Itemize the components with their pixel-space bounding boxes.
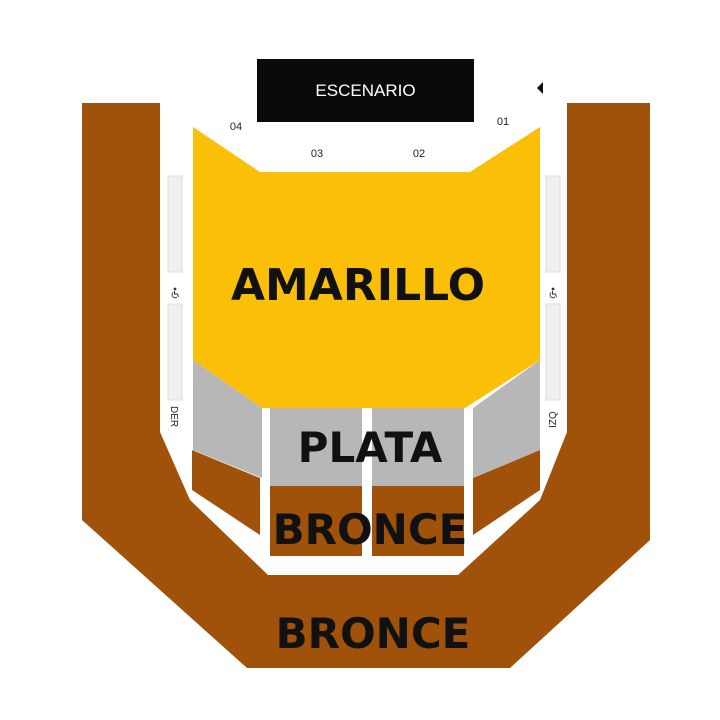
stage — [257, 59, 474, 122]
section-label-02: 02 — [413, 148, 425, 160]
zone-plata-left[interactable] — [193, 360, 262, 478]
aisle-strip-left-lower — [167, 303, 183, 401]
zone-bronce-inner-right[interactable] — [473, 450, 540, 535]
zone-bronce-inner-center-left[interactable] — [270, 486, 362, 556]
zone-label-plata: PLATA — [298, 423, 443, 472]
zone-label-bronce-outer: BRONCE — [276, 609, 471, 658]
zone-bronce-inner-center-right[interactable] — [372, 486, 464, 556]
zone-label-amarillo: AMARILLO — [231, 260, 485, 311]
section-label-01: 01 — [497, 116, 509, 128]
aisle-strip-right — [545, 175, 561, 273]
aisle-label-right: IZQ — [548, 411, 559, 428]
zone-plata-right[interactable] — [473, 360, 540, 478]
zone-amarillo[interactable] — [193, 127, 540, 408]
section-label-04: 04 — [230, 121, 242, 133]
aisle-strip-left — [167, 175, 183, 273]
stage-label: ESCENARIO — [315, 81, 415, 100]
zone-plata-center-right[interactable] — [372, 408, 464, 486]
section-label-03: 03 — [311, 148, 323, 160]
zone-bronce-inner-left[interactable] — [192, 450, 260, 535]
zone-plata-center-left[interactable] — [270, 408, 362, 486]
zone-label-bronce-inner: BRONCE — [273, 505, 468, 554]
wheelchair-icon — [549, 287, 557, 299]
wheelchair-icon — [171, 287, 179, 299]
aisle-strip-right-lower — [545, 303, 561, 401]
zone-bronce-outer[interactable] — [82, 103, 650, 668]
triangle-left-icon — [537, 82, 543, 94]
aisle-label-left: DER — [168, 406, 179, 427]
